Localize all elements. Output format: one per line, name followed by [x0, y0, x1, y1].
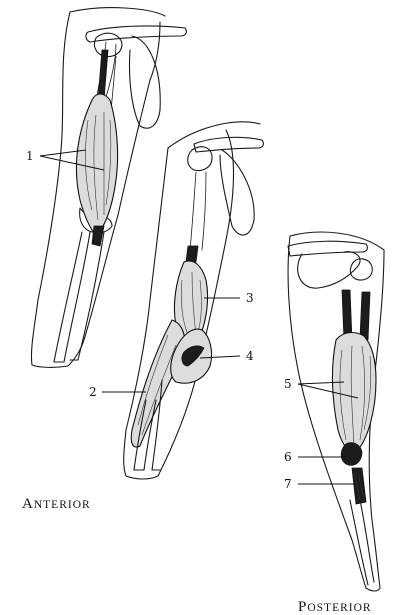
caption-anterior-initial: A	[22, 496, 34, 512]
posterior-arm-figure	[288, 232, 384, 591]
number-labels: 1 2 3 4 5 6 7	[26, 149, 292, 491]
caption-anterior: ANTERIOR	[22, 496, 91, 512]
caption-posterior-initial: P	[298, 599, 307, 615]
label-5: 5	[284, 377, 292, 391]
label-4: 4	[246, 349, 254, 363]
label-6: 6	[284, 450, 292, 464]
label-3: 3	[246, 291, 254, 305]
caption-anterior-rest: NTERIOR	[34, 499, 91, 511]
label-1: 1	[26, 149, 34, 163]
label-2: 2	[89, 385, 97, 399]
middle-arm-figure	[124, 122, 264, 479]
caption-posterior: POSTERIOR	[298, 599, 372, 615]
label-7: 7	[284, 477, 292, 491]
caption-posterior-rest: OSTERIOR	[307, 602, 371, 614]
